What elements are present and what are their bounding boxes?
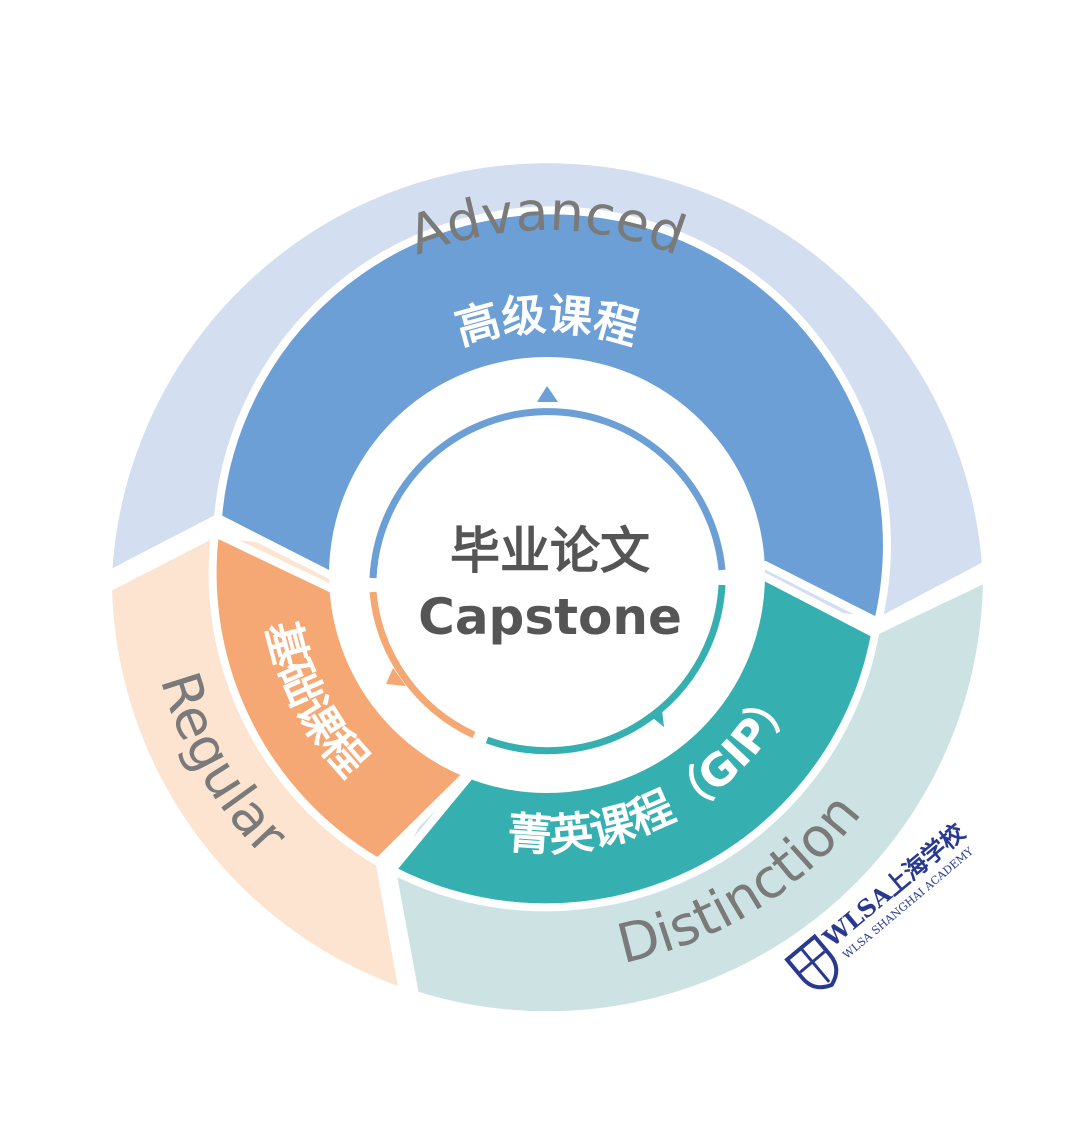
blue-arrow-head	[537, 386, 558, 402]
teal-arrow-head	[648, 710, 664, 727]
teal-arrow-arc	[485, 584, 726, 755]
blue-arrow-arc	[369, 408, 726, 579]
orange-arrow-arc	[369, 591, 476, 739]
center-circle	[329, 357, 765, 793]
center-title-cn: 毕业论文	[450, 522, 650, 580]
cycle-arrows	[369, 408, 726, 755]
center-title-en: Capstone	[418, 588, 682, 646]
orange-arrow-head	[386, 668, 406, 686]
